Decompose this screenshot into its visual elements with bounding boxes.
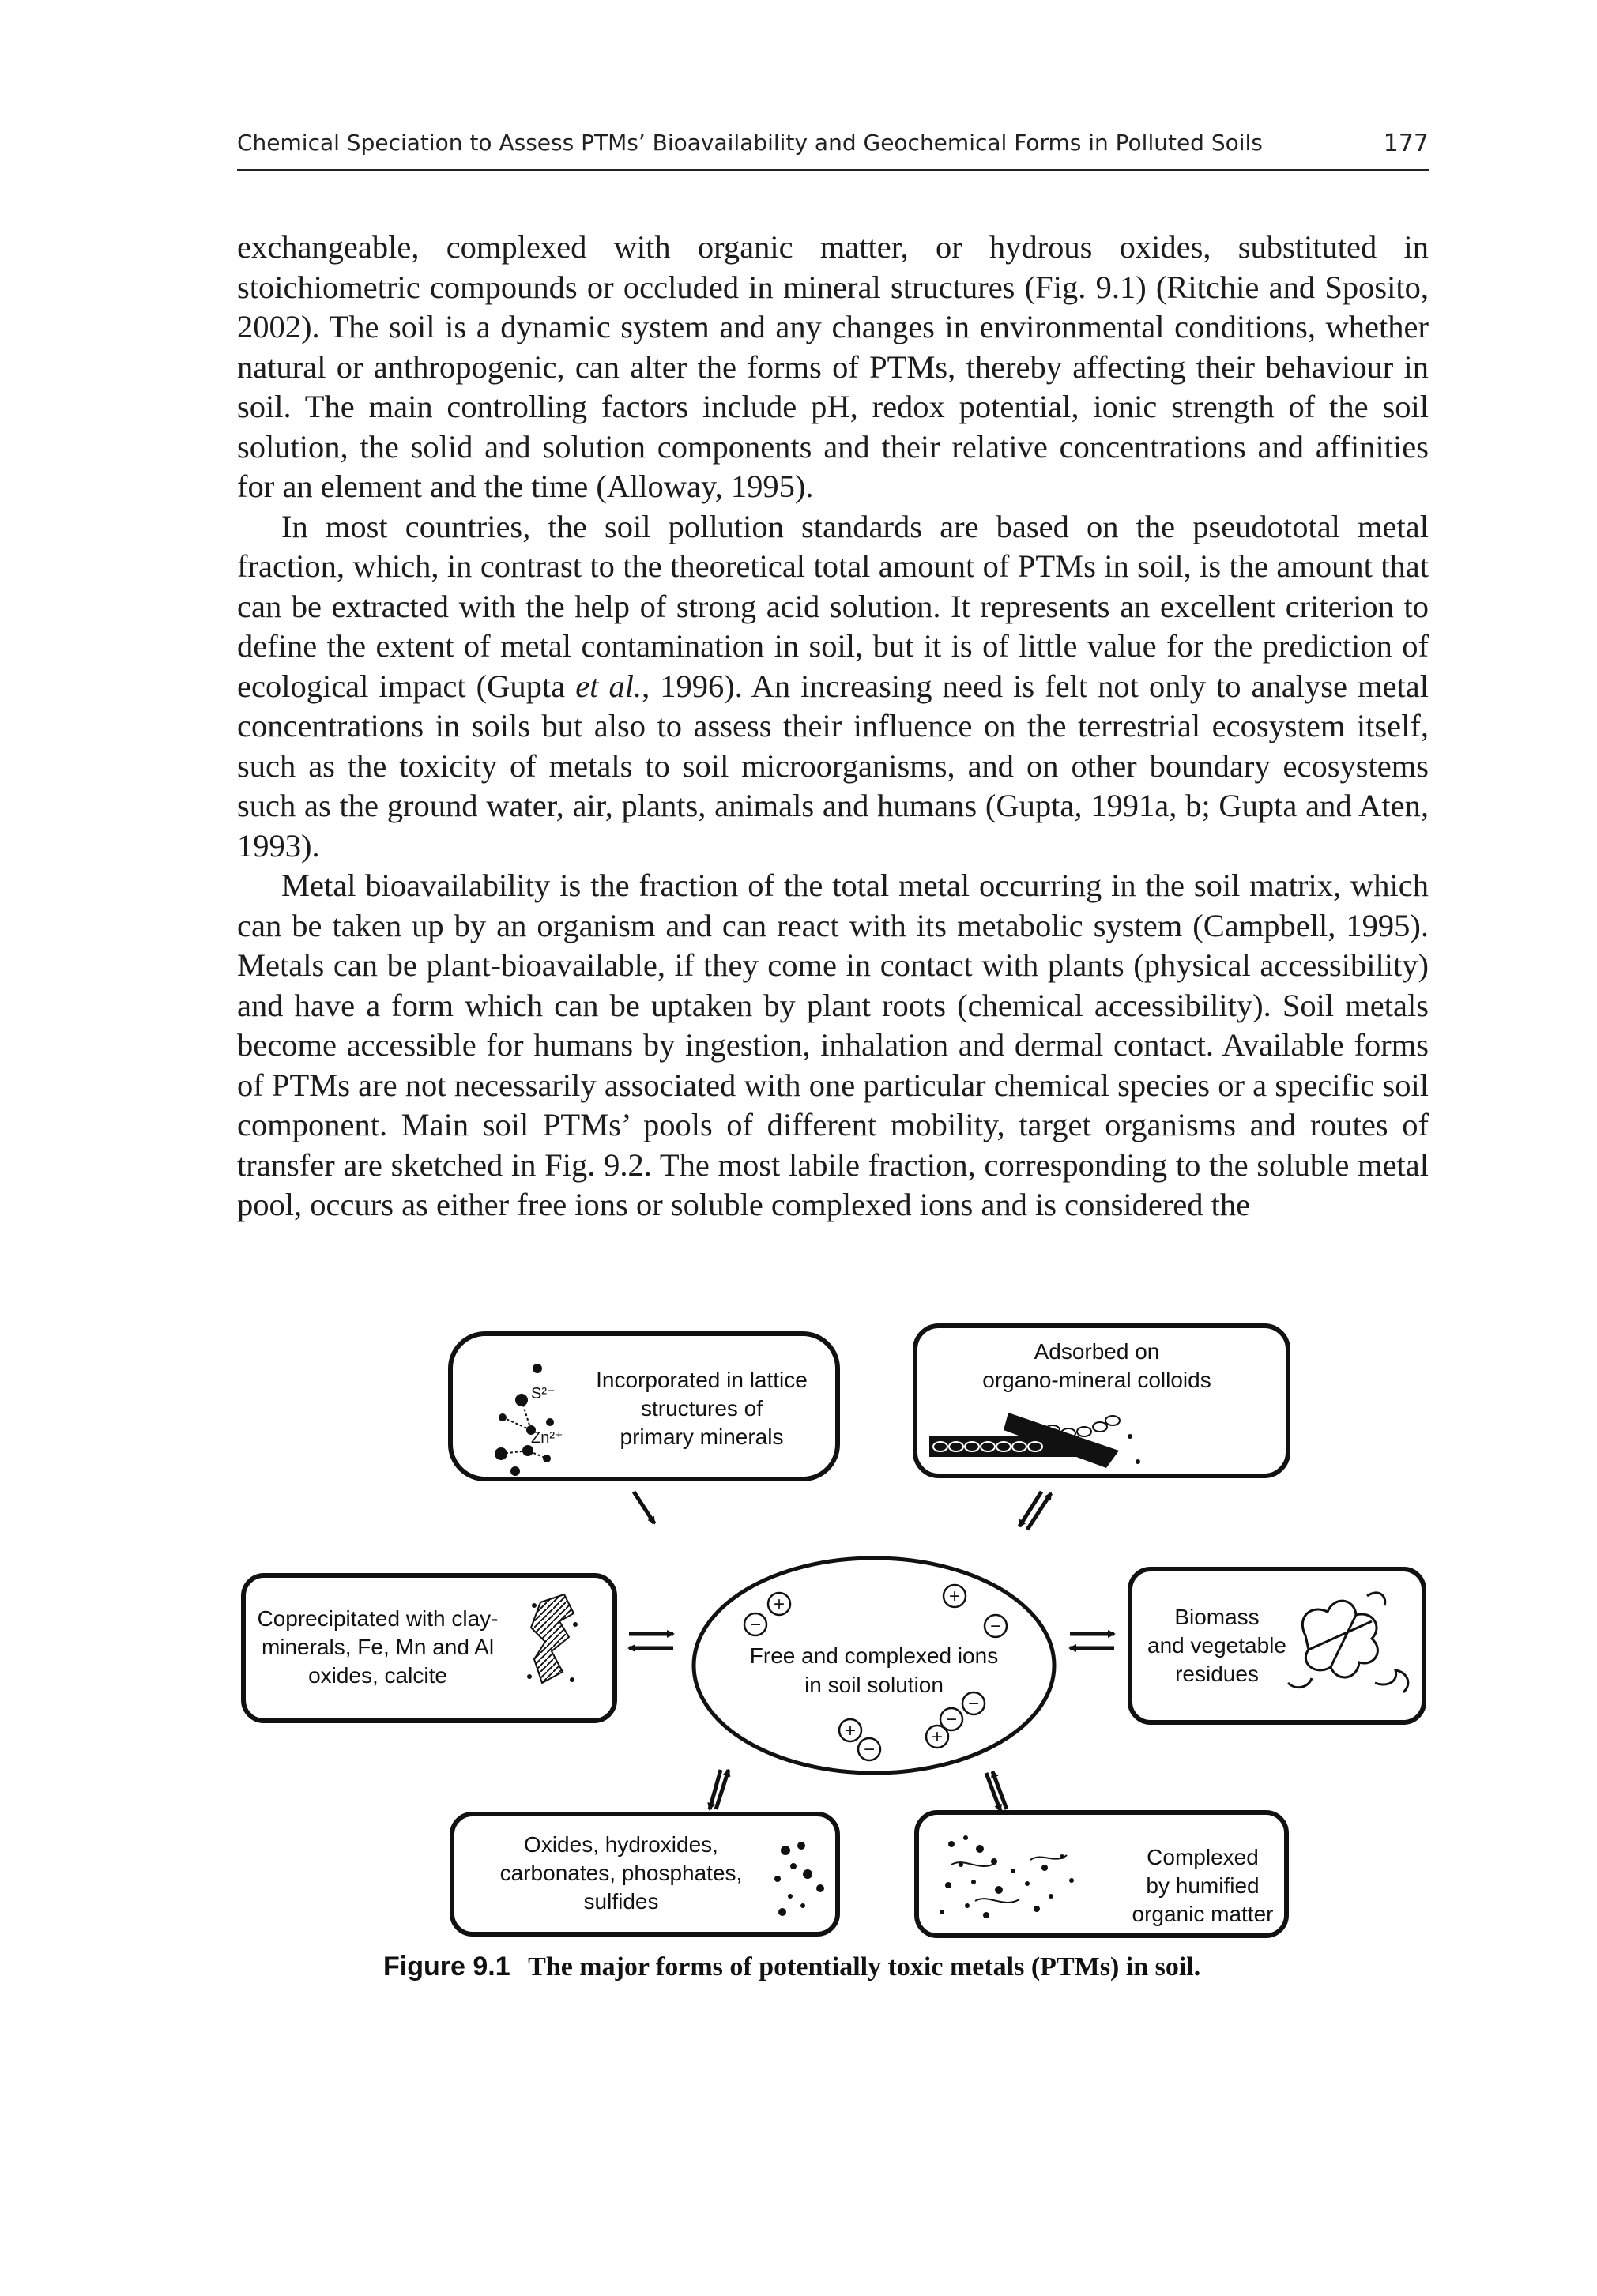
coprecipitated-label-line1: Coprecipitated with clay- xyxy=(257,1606,498,1631)
figure-caption-text: The major forms of potentially toxic met… xyxy=(528,1952,1201,1982)
paragraph-1: exchangeable, complexed with organic mat… xyxy=(237,229,1429,504)
running-header: Chemical Speciation to Assess PTMs’ Bioa… xyxy=(237,126,1429,171)
svg-text:−: − xyxy=(968,1693,979,1714)
arrow-coprecipitated-exchange xyxy=(627,1630,675,1652)
svg-text:+: + xyxy=(845,1720,856,1741)
adsorbed-label-line1: Adsorbed on xyxy=(1034,1339,1160,1364)
lattice-mineral-icon: S²⁻ Zn²⁺ xyxy=(495,1364,563,1476)
svg-text:−: − xyxy=(990,1616,1001,1637)
oxides-label-line1: Oxides, hydroxides, xyxy=(524,1832,718,1857)
svg-text:+: + xyxy=(949,1586,960,1607)
figure-diagram: Free and complexed ions in soil solution… xyxy=(241,1323,1426,1938)
arrow-biomass-exchange xyxy=(1068,1630,1116,1652)
lattice-label-line2: structures of xyxy=(641,1396,763,1421)
colloid-icon xyxy=(929,1413,1140,1468)
paragraph-2: In most countries, the soil pollution st… xyxy=(237,507,1429,867)
coprecipitated-label-line3: oxides, calcite xyxy=(308,1663,447,1688)
paragraph-2-italic: et al. xyxy=(575,668,642,704)
svg-text:−: − xyxy=(864,1739,875,1760)
biomass-label-line3: residues xyxy=(1175,1662,1259,1686)
coprecipitated-box xyxy=(241,1573,617,1723)
arrow-adsorbed-exchange xyxy=(1017,1490,1053,1531)
figure-caption: Figure 9.1 The major forms of potentiall… xyxy=(383,1952,1200,1982)
arrow-humified-exchange xyxy=(984,1770,1009,1812)
svg-text:−: − xyxy=(750,1614,761,1635)
ion-s-label: S²⁻ xyxy=(531,1385,556,1402)
page-number: 177 xyxy=(1383,130,1429,157)
humus-particles-icon xyxy=(940,1835,1074,1918)
oxides-label-line3: sulfides xyxy=(584,1889,659,1914)
lattice-label-line3: primary minerals xyxy=(620,1425,784,1449)
svg-text:+: + xyxy=(932,1726,943,1748)
svg-text:+: + xyxy=(774,1594,785,1615)
center-label-line1: Free and complexed ions xyxy=(750,1643,998,1668)
oxides-box xyxy=(450,1812,840,1937)
adsorbed-label-line2: organo-mineral colloids xyxy=(982,1368,1211,1392)
biomass-label-line1: Biomass xyxy=(1174,1605,1259,1629)
lattice-box xyxy=(448,1331,840,1481)
body-text: exchangeable, complexed with organic mat… xyxy=(237,228,1429,1225)
humified-box xyxy=(914,1810,1289,1938)
figure-9-1: Free and complexed ions in soil solution… xyxy=(237,1312,1430,1983)
paragraph-2-part-1: In most countries, the soil pollution st… xyxy=(237,508,1429,704)
arrow-lattice-to-solution xyxy=(631,1490,657,1525)
running-title: Chemical Speciation to Assess PTMs’ Bioa… xyxy=(237,130,1263,156)
paragraph-3: Metal bioavailability is the fraction of… xyxy=(237,868,1429,1222)
ion-zn-label: Zn²⁺ xyxy=(531,1429,563,1447)
paragraph-2-part-2: , 1996). An increasing need is felt not … xyxy=(237,668,1429,864)
humified-label-line1: Complexed xyxy=(1147,1845,1259,1869)
oxide-particles-icon xyxy=(774,1842,824,1916)
arrow-oxides-exchange xyxy=(707,1768,731,1811)
humified-label-line3: organic matter xyxy=(1132,1902,1274,1926)
biomass-box xyxy=(1128,1567,1426,1725)
center-ellipse xyxy=(691,1556,1057,1775)
oxides-label-line2: carbonates, phosphates, xyxy=(500,1861,743,1885)
coprecipitated-label-line2: minerals, Fe, Mn and Al xyxy=(262,1635,494,1659)
ion-symbols: − + + − − + − + − xyxy=(743,1583,1008,1762)
biomass-label-line2: and vegetable xyxy=(1147,1633,1286,1658)
svg-text:−: − xyxy=(946,1709,957,1730)
humified-label-line2: by humified xyxy=(1146,1873,1259,1898)
leaf-residue-icon xyxy=(1286,1591,1410,1694)
figure-number: Figure 9.1 xyxy=(383,1952,510,1982)
lattice-label-line1: Incorporated in lattice xyxy=(596,1368,808,1392)
clay-mineral-icon xyxy=(527,1593,578,1684)
center-label-line2: in soil solution xyxy=(804,1673,944,1697)
